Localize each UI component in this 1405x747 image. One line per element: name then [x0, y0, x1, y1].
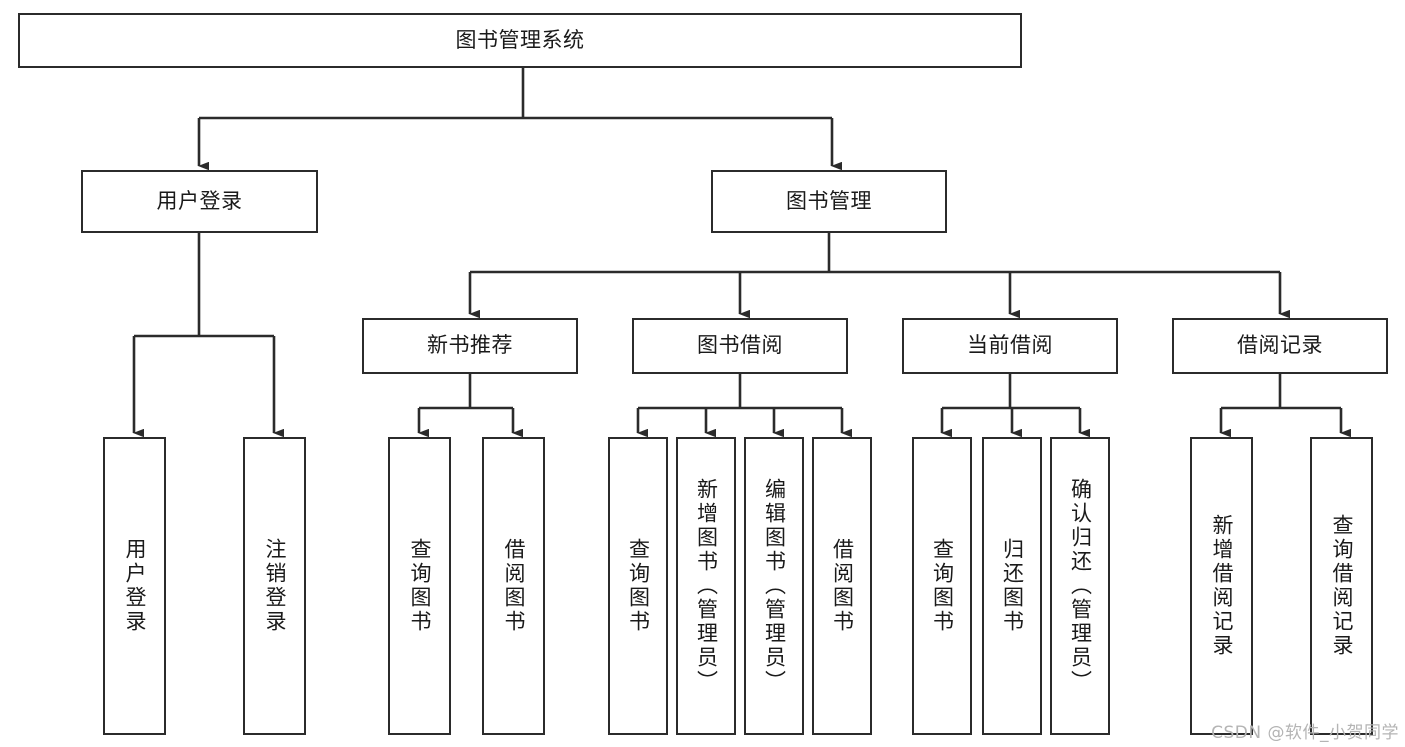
- node-new-book-rec[interactable]: 新书推荐: [362, 318, 578, 374]
- node-leaf-user-login-label: 用户登录: [123, 538, 147, 634]
- node-leaf-query-book-1-label: 查询图书: [408, 538, 432, 634]
- node-leaf-query-book-2-label: 查询图书: [626, 538, 651, 634]
- node-book-borrow-label: 图书借阅: [697, 333, 783, 358]
- node-book-borrow[interactable]: 图书借阅: [632, 318, 848, 374]
- node-borrow-record-label: 借阅记录: [1237, 333, 1323, 358]
- node-leaf-user-logout[interactable]: 注销登录: [243, 437, 306, 735]
- node-leaf-add-record-label: 新增借阅记录: [1210, 514, 1234, 658]
- node-leaf-add-book[interactable]: 新增图书（管理员）: [676, 437, 736, 735]
- node-leaf-return-book[interactable]: 归还图书: [982, 437, 1042, 735]
- csdn-watermark: CSDN @软件_小贺同学: [1211, 723, 1399, 743]
- node-leaf-add-book-label: 新增图书（管理员）: [694, 478, 719, 694]
- node-leaf-query-book-2[interactable]: 查询图书: [608, 437, 668, 735]
- node-root-label: 图书管理系统: [455, 27, 585, 52]
- node-leaf-user-logout-label: 注销登录: [263, 538, 287, 634]
- node-leaf-query-book-1[interactable]: 查询图书: [388, 437, 451, 735]
- node-user-login-label: 用户登录: [156, 188, 243, 213]
- node-leaf-borrow-book-1-label: 借阅图书: [502, 538, 526, 634]
- node-leaf-edit-book-label: 编辑图书（管理员）: [762, 478, 787, 694]
- node-leaf-query-book-3-label: 查询图书: [930, 538, 955, 634]
- node-root[interactable]: 图书管理系统: [18, 13, 1022, 68]
- node-new-book-rec-label: 新书推荐: [427, 333, 513, 358]
- node-current-borrow-label: 当前借阅: [967, 333, 1053, 358]
- node-leaf-return-book-label: 归还图书: [1000, 538, 1025, 634]
- node-leaf-query-record-label: 查询借阅记录: [1330, 514, 1354, 658]
- node-leaf-confirm-return[interactable]: 确认归还（管理员）: [1050, 437, 1110, 735]
- node-user-login[interactable]: 用户登录: [81, 170, 318, 233]
- node-leaf-add-record[interactable]: 新增借阅记录: [1190, 437, 1253, 735]
- node-current-borrow[interactable]: 当前借阅: [902, 318, 1118, 374]
- node-leaf-query-book-3[interactable]: 查询图书: [912, 437, 972, 735]
- node-leaf-user-login[interactable]: 用户登录: [103, 437, 166, 735]
- node-book-manage[interactable]: 图书管理: [711, 170, 947, 233]
- node-book-manage-label: 图书管理: [786, 188, 872, 213]
- node-leaf-borrow-book-2-label: 借阅图书: [830, 538, 855, 634]
- node-leaf-confirm-return-label: 确认归还（管理员）: [1068, 478, 1093, 694]
- node-leaf-query-record[interactable]: 查询借阅记录: [1310, 437, 1373, 735]
- node-borrow-record[interactable]: 借阅记录: [1172, 318, 1388, 374]
- node-leaf-borrow-book-1[interactable]: 借阅图书: [482, 437, 545, 735]
- node-leaf-borrow-book-2[interactable]: 借阅图书: [812, 437, 872, 735]
- node-leaf-edit-book[interactable]: 编辑图书（管理员）: [744, 437, 804, 735]
